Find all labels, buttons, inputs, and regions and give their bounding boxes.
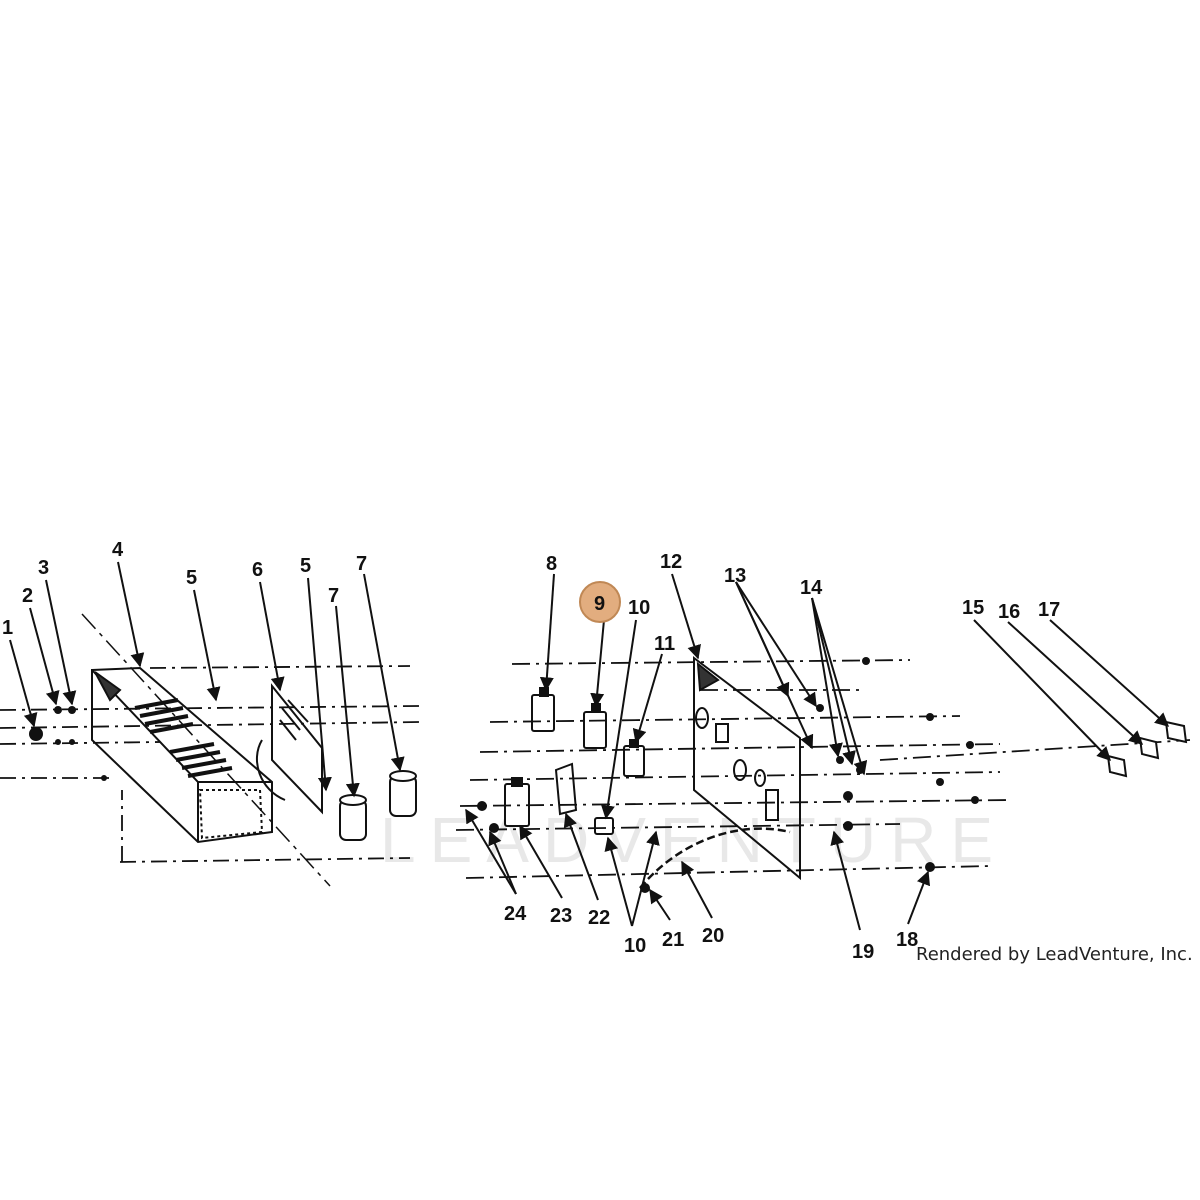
callout-4[interactable]: 4 bbox=[112, 539, 124, 561]
right-fasteners bbox=[477, 657, 979, 893]
callout-10b[interactable]: 10 bbox=[624, 935, 646, 957]
callout-3[interactable]: 3 bbox=[38, 557, 49, 579]
callout-12[interactable]: 12 bbox=[660, 551, 682, 573]
callout-18[interactable]: 18 bbox=[896, 929, 918, 951]
capacitor-right bbox=[389, 770, 417, 817]
left-fasteners bbox=[29, 706, 107, 781]
relay-9 bbox=[583, 703, 607, 749]
callout-21[interactable]: 21 bbox=[662, 929, 684, 951]
switch-11 bbox=[623, 739, 645, 777]
control-box-housing bbox=[91, 666, 273, 844]
axis-line-left bbox=[81, 613, 331, 887]
callout-22[interactable]: 22 bbox=[588, 907, 610, 929]
terminal-block-23 bbox=[504, 777, 530, 827]
callout-5b[interactable]: 5 bbox=[300, 555, 311, 577]
leader-arrows bbox=[9, 561, 1170, 931]
circuit-board bbox=[255, 683, 323, 815]
callout-7a[interactable]: 7 bbox=[328, 585, 339, 607]
clip-16 bbox=[1138, 736, 1160, 760]
callout-20[interactable]: 20 bbox=[702, 925, 724, 947]
wire-harness bbox=[639, 827, 791, 889]
capacitor-left bbox=[339, 794, 367, 841]
callout-8[interactable]: 8 bbox=[546, 553, 557, 575]
connector-10 bbox=[594, 817, 614, 835]
callout-23[interactable]: 23 bbox=[550, 905, 572, 927]
callout-1[interactable]: 1 bbox=[2, 617, 13, 639]
watermark: LEADVENTURE bbox=[380, 804, 1007, 876]
callout-9[interactable]: 9 bbox=[594, 593, 605, 615]
callout-labels: 1 2 3 4 5 6 5 7 7 8 9 10 11 12 13 14 15 … bbox=[2, 539, 1060, 963]
callout-5a[interactable]: 5 bbox=[186, 567, 197, 589]
callout-11[interactable]: 11 bbox=[654, 633, 675, 655]
callout-19[interactable]: 19 bbox=[852, 941, 874, 963]
callout-15[interactable]: 15 bbox=[962, 597, 984, 619]
relay-8 bbox=[531, 687, 555, 732]
callout-16[interactable]: 16 bbox=[998, 601, 1020, 623]
control-panel-plate bbox=[693, 655, 801, 881]
callout-13[interactable]: 13 bbox=[724, 565, 746, 587]
clip-15 bbox=[1106, 754, 1128, 778]
bracket-22 bbox=[554, 762, 578, 816]
highlight-circle-9[interactable] bbox=[579, 581, 621, 623]
callout-2[interactable]: 2 bbox=[22, 585, 33, 607]
callout-14[interactable]: 14 bbox=[800, 577, 823, 599]
callout-17[interactable]: 17 bbox=[1038, 599, 1060, 621]
clip-17 bbox=[1164, 720, 1188, 744]
credit-text: Rendered by LeadVenture, Inc. bbox=[916, 944, 1193, 965]
callout-10a[interactable]: 10 bbox=[628, 597, 650, 619]
callout-24[interactable]: 24 bbox=[504, 903, 527, 925]
callout-6[interactable]: 6 bbox=[252, 559, 263, 581]
callout-7b[interactable]: 7 bbox=[356, 553, 367, 575]
